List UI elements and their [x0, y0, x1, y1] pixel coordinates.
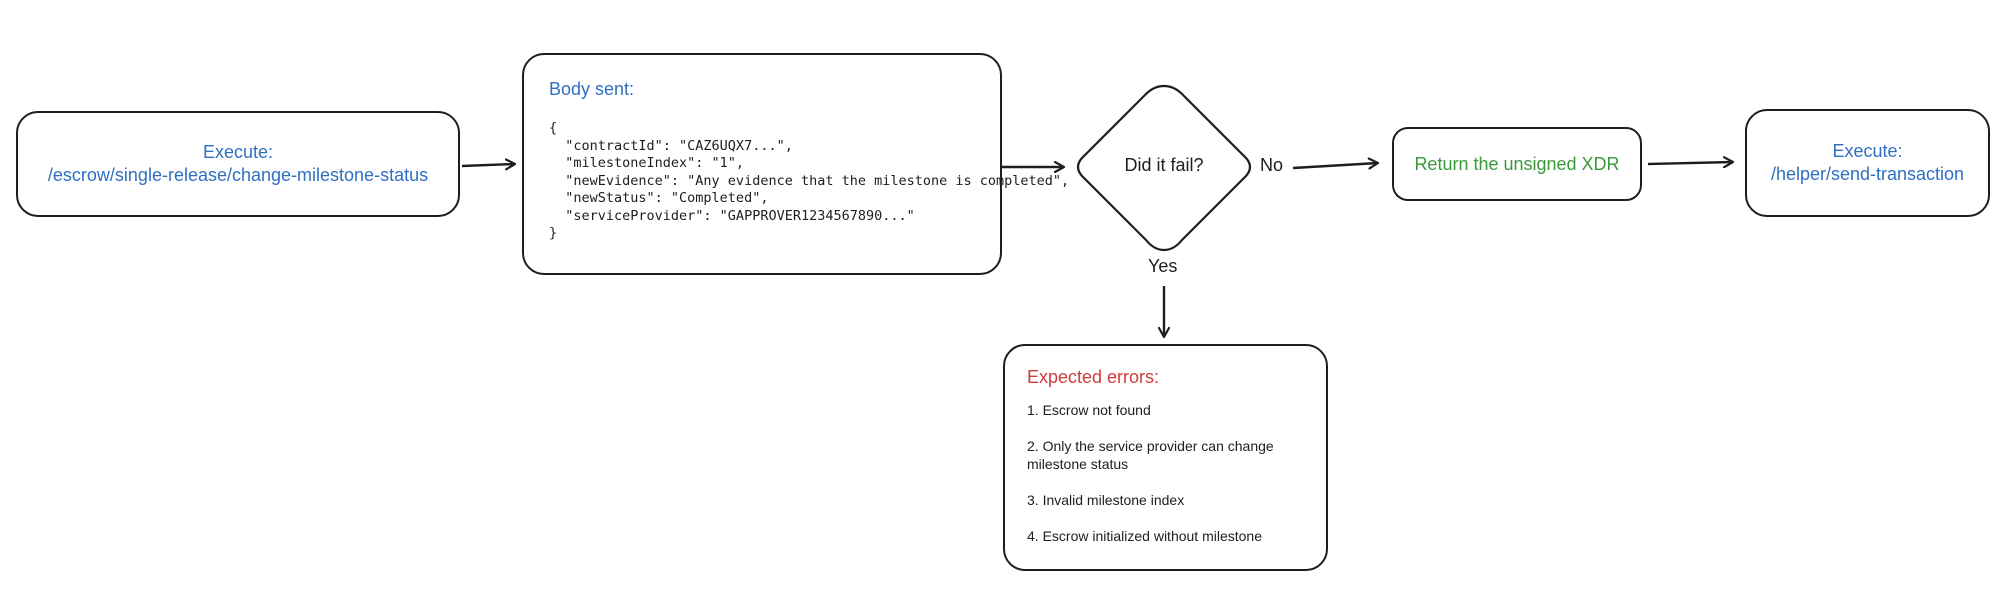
execute-endpoint: /helper/send-transaction — [1770, 164, 1965, 184]
code-line: "contractId": "CAZ6UQX7...", — [549, 137, 793, 154]
errors-list: 1. Escrow not found 2. Only the service … — [1027, 401, 1308, 545]
error-item: 4. Escrow initialized without milestone — [1027, 528, 1262, 544]
execute-endpoint: /escrow/single-release/change-milestone-… — [47, 165, 429, 185]
expected-errors-title: Expected errors: — [1027, 367, 1160, 387]
code-line: { — [549, 120, 558, 136]
error-item: 3. Invalid milestone index — [1027, 492, 1185, 508]
execute-change-milestone-status-node: Execute: /escrow/single-release/change-m… — [16, 111, 460, 217]
body-sent-title: Body sent: — [549, 79, 635, 99]
code-line: } — [549, 225, 558, 241]
body-sent-node: Body sent: { "contractId": "CAZ6UQX7..."… — [522, 53, 1070, 275]
code-line: "milestoneIndex": "1", — [549, 155, 745, 171]
code-line: "newStatus": "Completed", — [549, 190, 769, 206]
decision-question: Did it fail? — [1124, 155, 1204, 175]
execute-label: Execute: — [202, 142, 274, 162]
execute-label: Execute: — [1832, 141, 1903, 161]
no-edge-label: No — [1260, 155, 1284, 175]
return-unsigned-xdr-node: Return the unsigned XDR — [1392, 127, 1642, 201]
arrow-execute-to-body — [461, 164, 515, 166]
decision-diamond — [1076, 84, 1252, 252]
execute-send-transaction-node: Execute: /helper/send-transaction — [1745, 109, 1990, 217]
expected-errors-node: Expected errors: 1. Escrow not found 2. … — [1003, 344, 1328, 571]
arrow-decision-to-return — [1292, 163, 1378, 168]
error-item: 2. Only the service provider can change … — [1027, 438, 1274, 472]
code-line: "serviceProvider": "GAPPROVER1234567890.… — [549, 207, 915, 224]
yes-edge-label: Yes — [1148, 256, 1178, 276]
error-item: 1. Escrow not found — [1027, 402, 1151, 418]
code-line: "newEvidence": "Any evidence that the mi… — [549, 172, 1070, 189]
arrow-return-to-send — [1647, 162, 1733, 164]
request-body-code: { "contractId": "CAZ6UQX7...", "mileston… — [549, 120, 1070, 243]
return-xdr-text: Return the unsigned XDR — [1414, 153, 1620, 174]
